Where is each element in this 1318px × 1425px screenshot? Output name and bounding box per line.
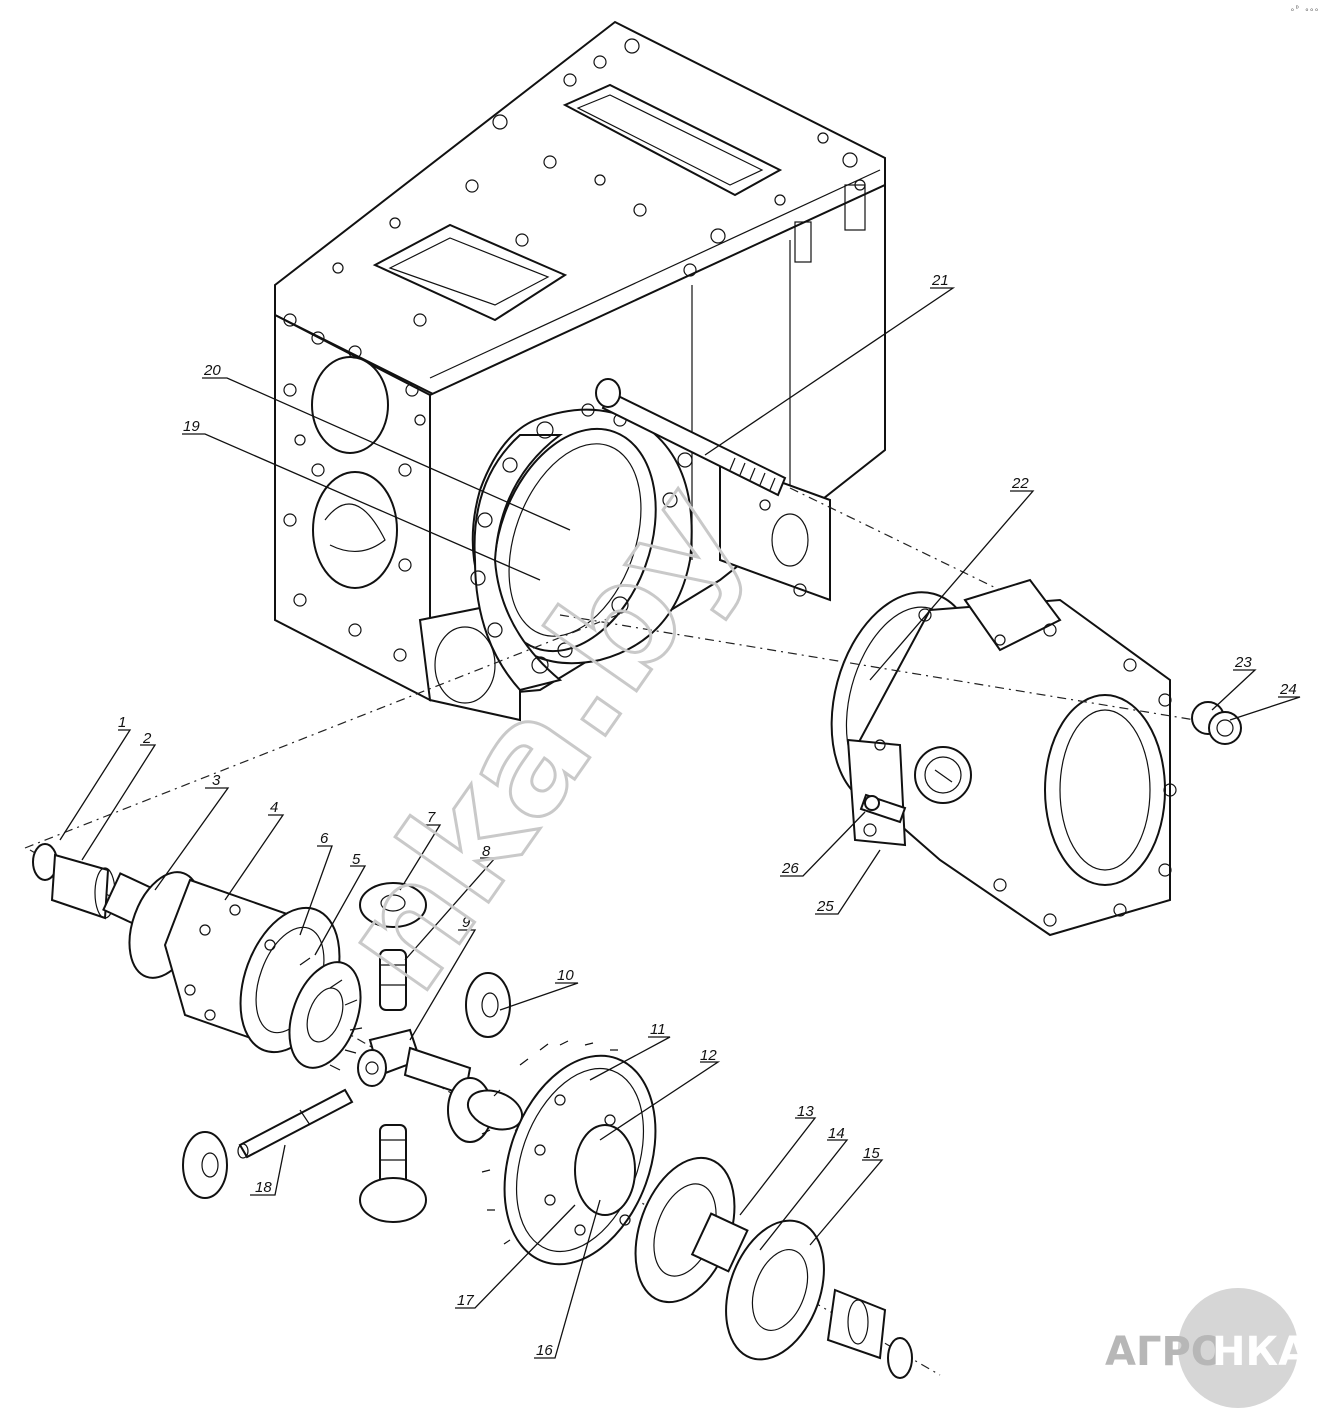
part-number-17: 17 [457,1292,474,1309]
part-number-11: 11 [650,1021,666,1038]
part-number-16: 16 [536,1342,553,1359]
agronka-logo: АГРО НКА [1105,1288,1309,1408]
part-number-19: 19 [183,418,200,435]
part-number-3: 3 [212,772,221,789]
corner-mark: ₒᴰ ₒₒₒ [1290,4,1318,13]
part-number-10: 10 [557,967,574,984]
part-number-26: 26 [781,860,799,877]
logo-circle [1178,1288,1298,1408]
part-number-23: 23 [1234,654,1252,671]
part-number-5: 5 [352,851,361,868]
part-number-labels: 1 2 3 4 5 6 7 8 9 10 11 12 13 14 15 16 1… [118,272,1297,1359]
differential-cross [357,1028,472,1097]
leader-lines [59,287,1301,1359]
part-number-4: 4 [270,799,278,816]
part-number-20: 20 [203,362,221,379]
part-number-15: 15 [863,1145,880,1162]
stud [595,378,787,497]
part-number-21: 21 [931,272,949,289]
axle-pin [237,1088,354,1159]
part-number-1: 1 [118,714,126,731]
differential-left-half [32,843,363,1071]
part-number-6: 6 [320,830,329,847]
bolt-and-washer [859,793,907,824]
nut-and-washer [1191,701,1242,745]
part-number-22: 22 [1011,475,1029,492]
part-number-8: 8 [482,843,491,860]
part-number-18: 18 [255,1179,272,1196]
gaskets [470,403,693,692]
final-drive-housing [830,578,1177,937]
crown-gear [447,1040,657,1266]
bearing-assembly [634,1156,913,1379]
part-number-25: 25 [816,898,834,915]
part-number-9: 9 [462,914,471,931]
logo-text-left: АГРО [1105,1329,1225,1375]
part-number-7: 7 [427,809,436,826]
logo-text-right: НКА [1212,1329,1309,1375]
part-number-14: 14 [828,1125,845,1142]
part-number-13: 13 [797,1103,814,1120]
part-number-2: 2 [142,730,152,747]
pinion-gears [182,882,511,1223]
part-number-24: 24 [1279,681,1297,698]
part-number-12: 12 [700,1047,717,1064]
